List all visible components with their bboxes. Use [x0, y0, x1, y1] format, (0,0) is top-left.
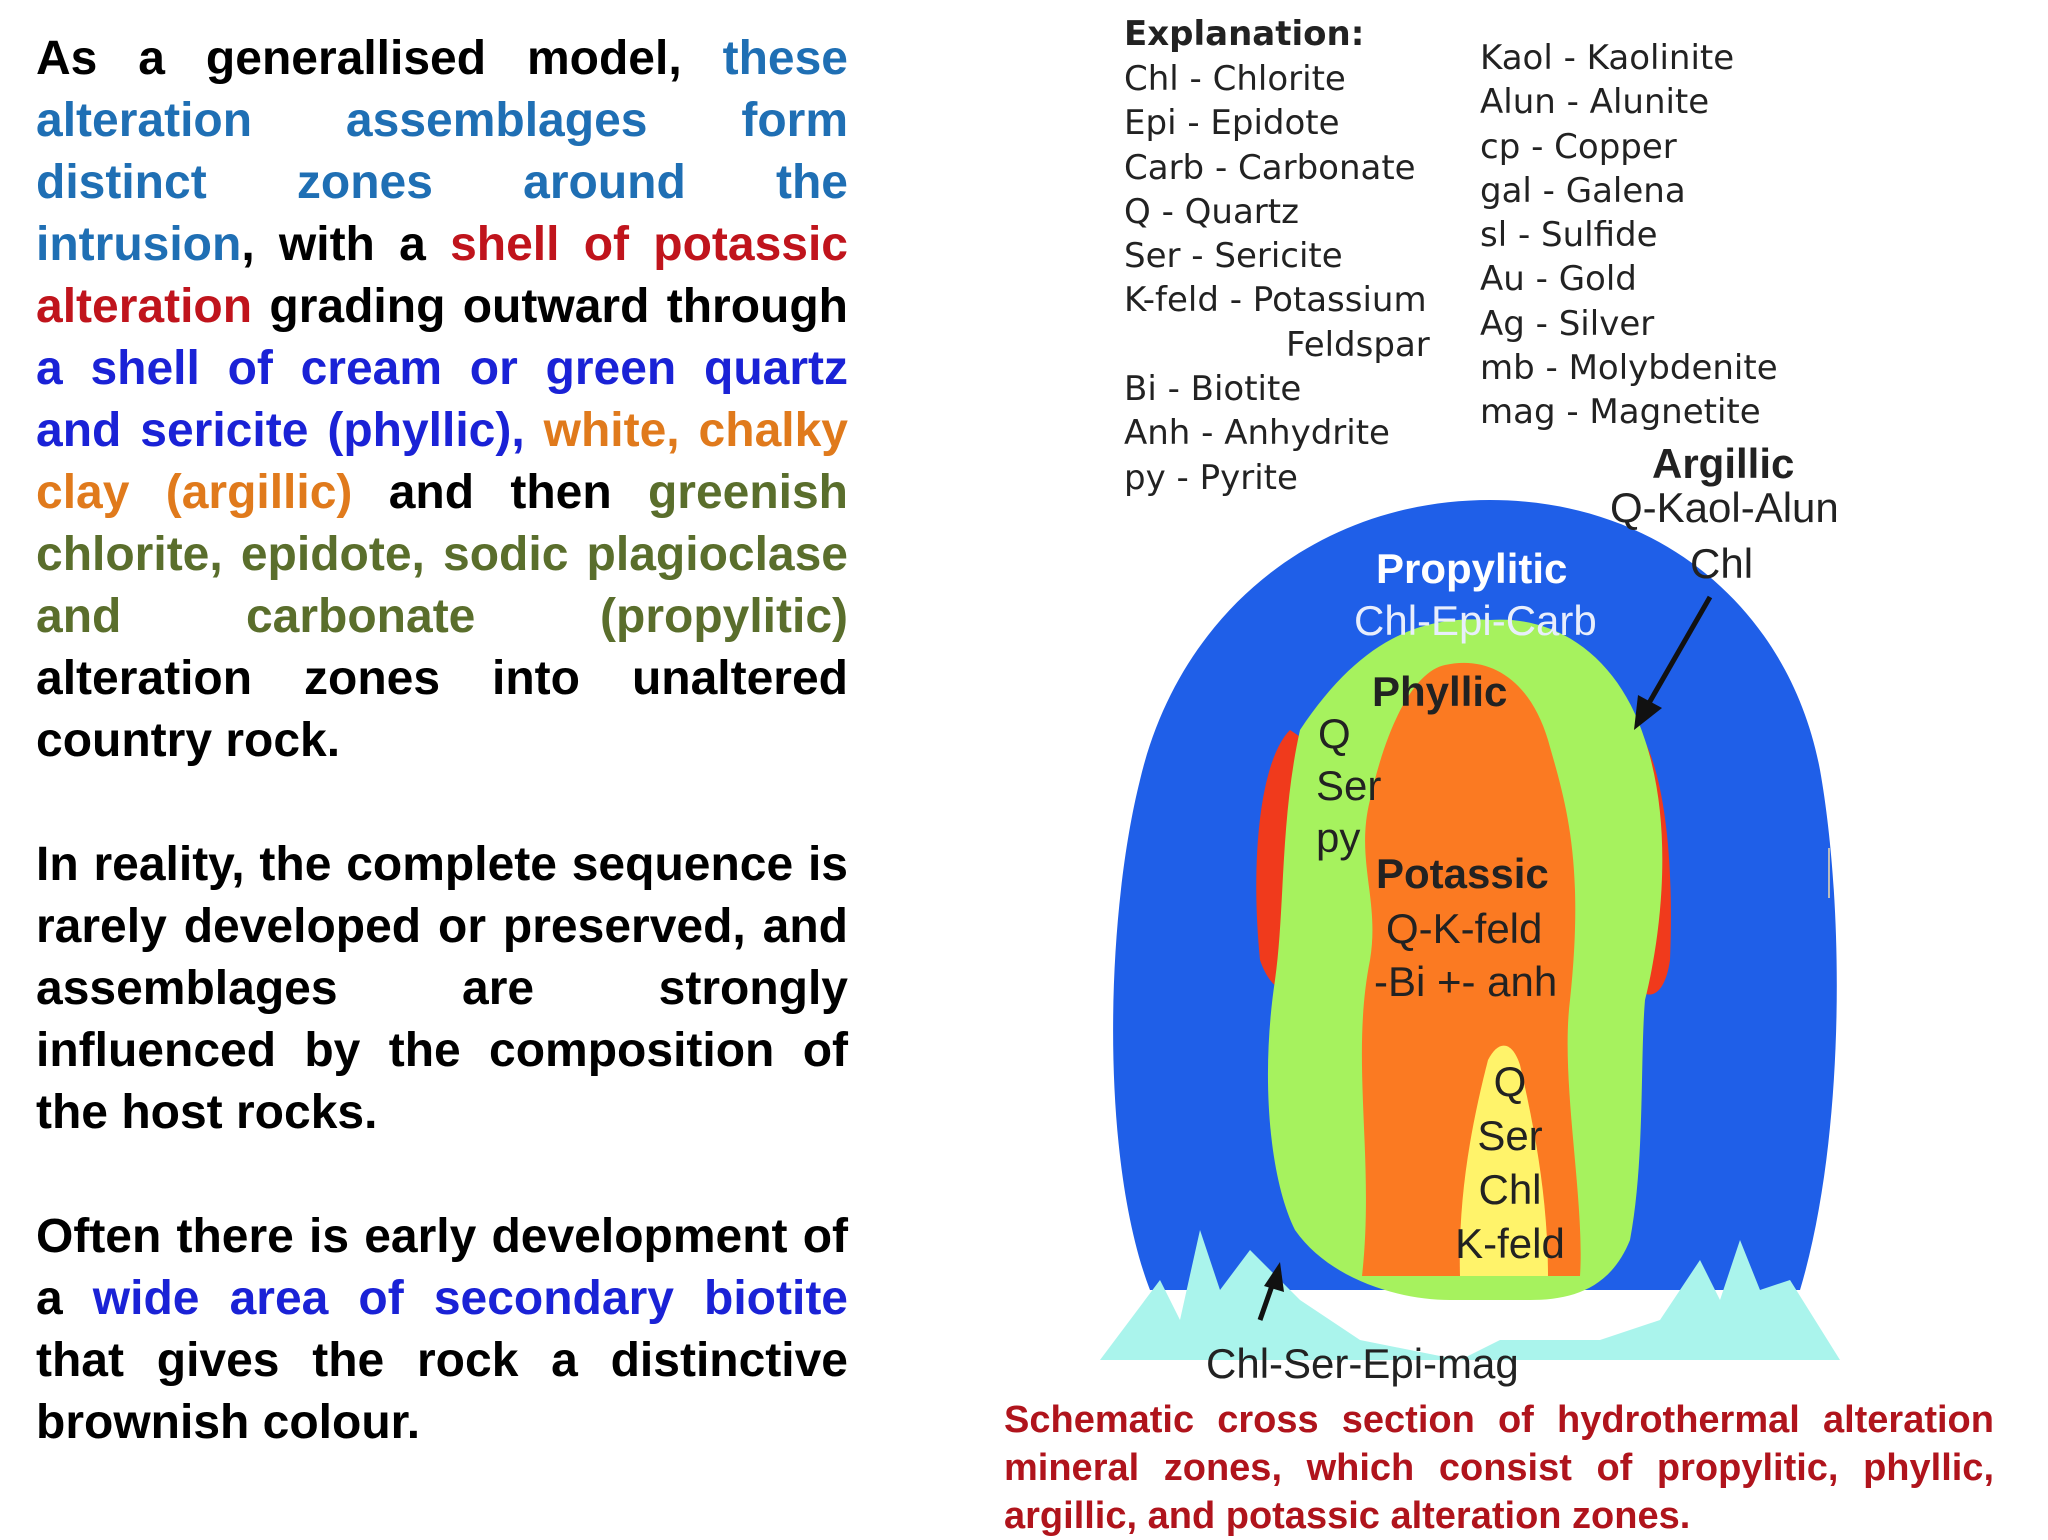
- p1-run: grading outward through: [252, 280, 848, 333]
- phyllic-q: Q: [1318, 710, 1351, 757]
- core-q: Q: [1493, 1058, 1527, 1105]
- legend-item: Alun - Alunite: [1480, 82, 1710, 123]
- legend-item: Feldspar: [1286, 324, 1430, 365]
- p1-run: a shell of cream or green quartz and ser…: [36, 342, 848, 457]
- legend-item: mag - Magnetite: [1480, 392, 1761, 433]
- bottom-arrow-head: [1264, 1262, 1284, 1292]
- legend-title: Explanation:: [1124, 14, 1365, 54]
- core-kfeld: K-feld: [1455, 1220, 1565, 1267]
- core-chl: Chl: [1478, 1166, 1542, 1213]
- potassic-assemblage-2: -Bi +- anh: [1374, 958, 1558, 1005]
- figure-caption: Schematic cross section of hydrothermal …: [1004, 1399, 1994, 1537]
- p1-run: [525, 404, 544, 457]
- propylitic-assemblage: Chl-Epi-Carb: [1354, 597, 1597, 644]
- phyllic-py: py: [1316, 814, 1361, 861]
- text-panel: As a generallised model, these alteratio…: [36, 28, 848, 1516]
- p1-run: white, chalky clay (argillic): [36, 404, 848, 519]
- phyllic-ser: Ser: [1316, 762, 1382, 809]
- base-zone: [1100, 1230, 1840, 1360]
- argillic-arrow-head: [1634, 695, 1662, 730]
- p1-run: As a generallised model,: [36, 32, 723, 85]
- paragraph-secondary-biotite: Often there is early development of a wi…: [36, 1206, 848, 1454]
- legend-item: gal - Galena: [1480, 170, 1686, 211]
- p3-run: wide area of secondary biotite: [92, 1272, 849, 1325]
- potassic-assemblage-1: Q-K-feld: [1386, 905, 1543, 952]
- paragraph-reality: In reality, the complete sequence is rar…: [36, 834, 848, 1144]
- legend-item: Ser - Sericite: [1124, 236, 1343, 277]
- legend-item: Carb - Carbonate: [1124, 147, 1416, 188]
- legend-item: Chl - Chlorite: [1124, 59, 1346, 99]
- p1-run: alteration zones into unaltered country …: [36, 652, 848, 767]
- potassic-title: Potassic: [1376, 850, 1549, 897]
- legend-item: K-feld - Potassium: [1124, 280, 1427, 321]
- p1-run: shell of potassic alteration: [36, 218, 849, 333]
- legend-item: sl - Sulfide: [1480, 215, 1658, 256]
- alteration-zones-diagram: Argillic Q-Kaol-Alun Chl Propylitic Chl-…: [1100, 440, 1960, 1400]
- legend-item: py - Pyrite: [1124, 457, 1298, 498]
- p1-run: these alteration assemblages form distin…: [36, 32, 848, 271]
- legend-item: Au - Gold: [1480, 259, 1637, 300]
- p3-run: that gives the rock a distinctive browni…: [36, 1334, 848, 1449]
- legend-item: Bi - Biotite: [1124, 369, 1302, 410]
- legend-item: Anh - Anhydrite: [1124, 413, 1390, 454]
- legend-item: mb - Molybdenite: [1480, 348, 1778, 389]
- argillic-title: Argillic: [1652, 440, 1795, 487]
- zones-svg: [1100, 500, 1840, 1360]
- legend-item: Epi - Epidote: [1124, 103, 1340, 144]
- p1-run: , with a: [241, 218, 451, 271]
- core-zone: [1459, 1045, 1548, 1276]
- propylitic-title: Propylitic: [1376, 545, 1568, 592]
- paragraph-generalised-model: As a generallised model, these alteratio…: [36, 28, 848, 772]
- argillic-chl: Chl: [1690, 540, 1754, 587]
- legend-item: Q - Quartz: [1124, 191, 1299, 232]
- p1-run: and then: [352, 466, 648, 519]
- legend-item: cp - Copper: [1480, 126, 1677, 167]
- phyllic-title: Phyllic: [1372, 668, 1508, 715]
- core-ser: Ser: [1477, 1112, 1543, 1159]
- bottom-assemblage-label: Chl-Ser-Epi-mag: [1206, 1340, 1519, 1387]
- argillic-assemblage: Q-Kaol-Alun: [1610, 484, 1839, 531]
- p3-run: Often there is early development of a: [36, 1210, 848, 1325]
- legend-item: Kaol - Kaolinite: [1480, 38, 1735, 78]
- p2-run: In reality, the complete sequence is rar…: [36, 838, 848, 1139]
- argillic-arrow-line: [1642, 595, 1713, 712]
- legend-item: Ag - Silver: [1480, 303, 1655, 344]
- p1-run: greenish chlorite, epidote, sodic plagio…: [36, 466, 848, 643]
